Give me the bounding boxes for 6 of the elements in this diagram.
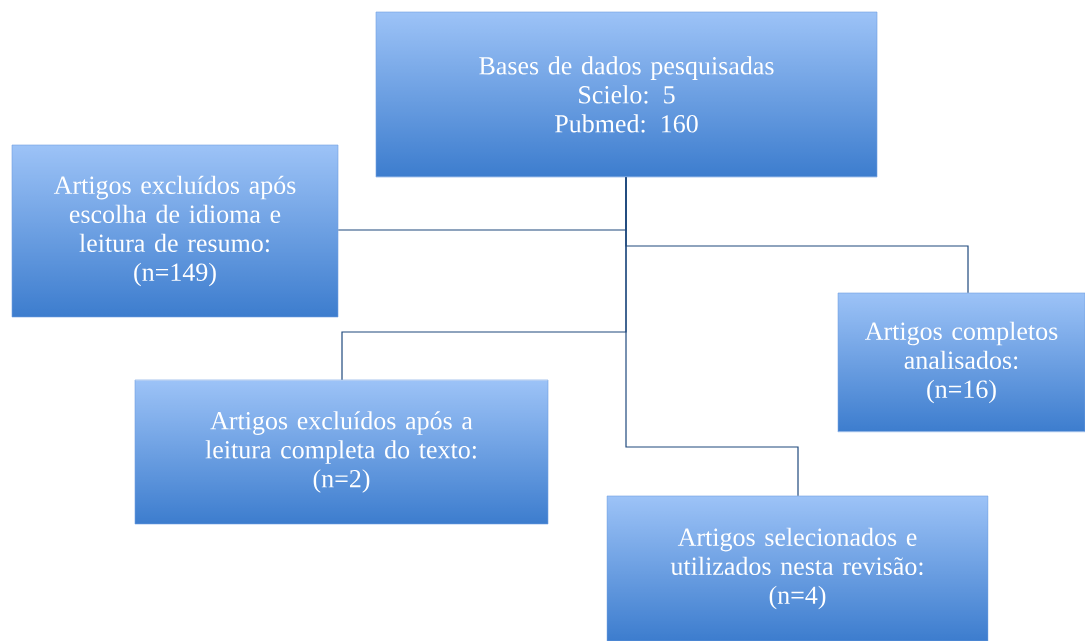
process-box: Artigos excluídos após a leitura completa do texto: (n=2) (134, 379, 549, 525)
process-box: Artigos excluídos após escolha de idioma e leitura de resumo: (n=149) (11, 144, 339, 318)
process-box: Artigos selecionados e utilizados nesta revisão: (n=4) (606, 495, 989, 641)
process-box: Bases de dados pesquisadas Scielo: 5 Pubmed: 160 (375, 11, 878, 178)
connector-line (625, 176, 799, 497)
process-box: Artigos completos analisados: (n=16) (837, 292, 1085, 433)
